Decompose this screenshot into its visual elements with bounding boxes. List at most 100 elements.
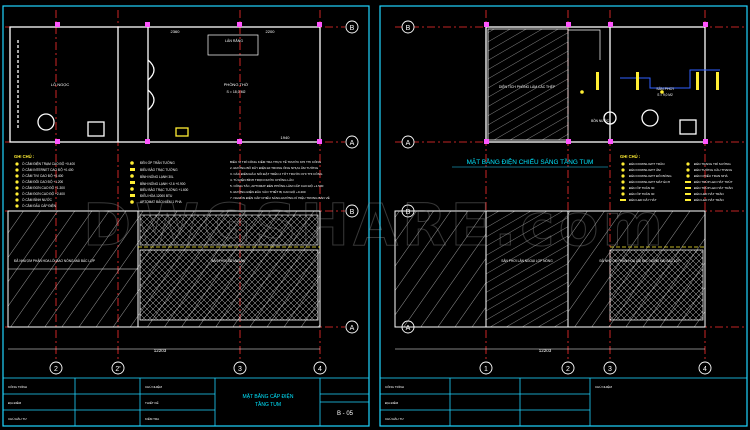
left-notes3-6: 6. ĐƯỜNG ĐIỆN ĐẦU VÀO THIẾT BỊ CAO ĐỘ +0… [230,189,306,194]
left-axis-label-col4: 4 [318,366,322,373]
left-axis-label-col3: 3 [238,366,242,373]
left-dim-b: 2200 [266,29,276,34]
right-notes-list: ĐÈN DOWNLIGHT TRẦN ĐÈN DOWNLIGHT ÂM ĐÈN … [629,161,672,202]
left-note-8: Ổ CẮM ĐẤU CÁP ĐIỆN [22,203,57,208]
left-tb-field-6: KIỂM TRA [145,416,159,421]
right-legend2-list: ĐÈN TRANG TRÍ SƯỜNG ĐÈN TƯỜNG CẦU THANG … [694,161,733,202]
left-axis-label-row3: B [350,209,355,216]
right-axis-label-row2: A [406,140,411,147]
right-note-7: ĐÈN LED DÂY HẮT [629,197,657,202]
left-legend2-3: BÌNH NÓNG LẠNH 30L [140,174,174,179]
left-notes3-7: 7. NGUỒN ĐIỆN CẤP CHIẾU SÁNG ĐƯỜNG KÍ HI… [230,195,330,200]
right-note-1: ĐÈN DOWNLIGHT TRẦN [629,161,664,166]
right-axis-label-row4: A [406,325,411,332]
right-title-block [379,377,748,427]
left-notes3-5: 5. CÔNG TẮC, APTOMAT ĐÈN PHỐNG LÀM CẤP C… [230,183,324,188]
left-axis-label-row1: B [350,25,355,32]
right-note-4: ĐÈN DOWNLIGHT MẮT ÉCH [629,179,670,184]
left-axis-label-col1: 2 [54,366,58,373]
right-legend2-2: ĐÈN TƯỜNG CẦU THANG [694,167,733,172]
left-title-main: MẶT BẰNG CẤP ĐIỆN [243,392,294,400]
left-note-3: Ổ CẮM TIVI CAO ĐỘ +0.400 [22,173,64,178]
left-legend2-list: ĐÈN ỐP TRẦN TƯỜNG BIỂU BẢO TRẠC TƯỜNG BÌ… [140,160,189,204]
left-notes3-1: BIỂU VỊ TRÍ CÔNG KIỂM TRA THỰC TẾ TRƯỚC … [230,159,322,164]
right-tb-field-3: CHỦ ĐẦU TƯ [385,416,404,421]
left-tb-field-3: CHỦ ĐẦU TƯ [8,416,27,421]
left-dim-a: 2360 [171,29,181,34]
right-note-2: ĐÈN DOWNLIGHT ÂM [629,167,661,172]
right-floor-plan [485,26,706,143]
right-lighting-circuit [620,69,720,89]
right-axis-label-col4: 4 [703,366,707,373]
left-legend2-7: APTOMAT BẢO HIỂM 1 PHA [140,199,182,204]
left-axis-bubbles-cols [49,361,327,375]
left-legend2-5: BIỂU BẢO TRẠC TƯỜNG +1.600 [140,187,189,192]
left-notes-list: Ổ CẮM ĐIỆN TRẠM CAO ĐỘ +0.400 Ổ CẮM INTE… [22,161,75,208]
left-note-1: Ổ CẮM ĐIỆN TRẠM CAO ĐỘ +0.400 [22,161,75,166]
right-roof-plan [394,210,706,328]
right-plan-title: MẶT BẰNG ĐIỆN CHIẾU SÁNG TẦNG TUM [467,156,594,166]
right-legend2-6: ĐÈN LED HẮT TRẦN [694,191,724,196]
left-legend2-1: ĐÈN ỐP TRẦN TƯỜNG [140,160,175,165]
right-sheet: B A B A [379,5,748,427]
right-axis-label-row1: B [406,25,411,32]
left-floor-plan [9,26,321,143]
right-axis-label-col2: 2 [566,366,570,373]
left-note-4: Ổ CẮM ĐÔI CAO ĐỘ +1.200 [22,179,63,184]
left-notes3-3: 3. CÁC ĐIỂM ĐẦU NỐI ĐẶT TRÊN 2 TỐT TRƯỚC… [230,171,323,176]
left-axis-label-col2: 2' [115,366,120,373]
right-axis-bubbles-cols [479,361,712,375]
left-legend2-2: BIỂU BẢO TRẠC TƯỜNG [140,167,178,172]
left-dim-c: 1940 [281,135,291,140]
right-tb-field-1: CÔNG TRÌNH [385,384,404,389]
left-roof-plan [7,210,321,328]
right-dim-total: 12203 [539,348,552,353]
right-tb-field-4: CHỦ NHIỆM [595,384,613,389]
left-tb-field-2: ĐỊA ĐIỂM [8,400,22,405]
right-room-label-right: SÂN PHƠI [656,87,673,91]
left-room-area: S = 18,0 M2 [227,90,246,94]
left-axis-bubbles-rows [345,20,359,334]
right-tb-field-2: ĐỊA ĐIỂM [385,400,399,405]
left-sheet: LỖ NGỌC PHÒNG THỜ S = 18,0 M2 LÂN RĂNG 2… [2,5,370,427]
left-outlet-markers [55,22,322,144]
right-light-fixtures [580,72,719,94]
left-room-label-top: LÂN RĂNG [225,39,243,43]
right-room-label-left: DIỆN TÍCH PHÒNG LÀM CÁC THÉP [499,84,556,89]
left-axis-label-row2: A [350,140,355,147]
left-legend2-4: BÌNH NÓNG LẠNH +2.6 +0.900 [140,181,186,186]
left-notes-heading: GHI CHÚ : [14,154,34,159]
left-room-label-left: LỖ NGỌC [51,82,70,87]
left-tb-field-4: CHỦ NHIỆM [145,384,163,389]
left-room-label-right: PHÒNG THỜ [224,82,249,87]
right-axis-label-col3: 3 [608,366,612,373]
left-callout-left: ĐÃ NHƯỢM PHẢN HOA LỐI BAO NÓNG MÁI BÁC L… [14,258,95,263]
right-outlet-markers [484,22,708,144]
right-room-area: S = 9,0 M2 [657,93,673,97]
left-legend2-6: ĐIỀU HÒA 12000 BTU [140,193,173,198]
right-legend2-3: ĐÈN CHIẾU TRAN NHÀ [694,173,729,178]
right-note-6: ĐÈN ỐP TRẦN 30 [629,191,655,196]
right-callout-left: SÂN PHƠI LÂN NGOẠI LỌP NÓNG [501,258,553,263]
left-tb-field-1: CÔNG TRÌNH [8,384,27,389]
right-axis-label-col1: 1 [484,366,488,373]
left-notes3-2: 2. ĐƯỜNG BỐ DÂY ĐIỆN ĐI TRONG ỐNG NHỰA Â… [230,165,319,170]
right-note-3: ĐÈN DOWNLIGHT ĐÔI BÓNG [629,173,672,178]
left-title-sub: TẦNG TUM [255,401,281,408]
left-legend-symbols [15,161,135,208]
right-callout-center: ĐÃ NHƯỢM PHẢN HOA LỐI BAO NÓNG MÁI BÁC L… [600,258,681,263]
right-legend-symbols [620,162,691,201]
left-notes3-list: BIỂU VỊ TRÍ CÔNG KIỂM TRA THỰC TẾ TRƯỚC … [230,159,330,200]
watermark-text: DWGSHARE.com [83,191,667,259]
right-legend2-5: ĐÈN TRÚP LED HẮT TRẦN [694,185,733,190]
right-legend2-4: ĐÈN TRÚP LED HẮT TRÚT [694,179,733,184]
left-note-2: Ổ CẮM INTERNET CAO ĐỘ +0.400 [22,167,74,172]
right-legend2-7: ĐÈN LED HẮT TRẦN [694,197,724,202]
left-notes3-4: 4. TỦ ĐIỆN BÌNH TRỌN NƯỚC CHỐNG LÂN [230,177,293,182]
left-note-6: Ổ CẮM ĐƠN CAO ĐỘ +2.400 [22,191,65,196]
right-legend2-1: ĐÈN TRANG TRÍ SƯỜNG [694,161,731,166]
left-drawing-number: B - 05 [337,411,354,417]
left-dim-total: 12203 [154,348,167,353]
right-notes-heading: GHI CHÚ : [620,154,640,159]
